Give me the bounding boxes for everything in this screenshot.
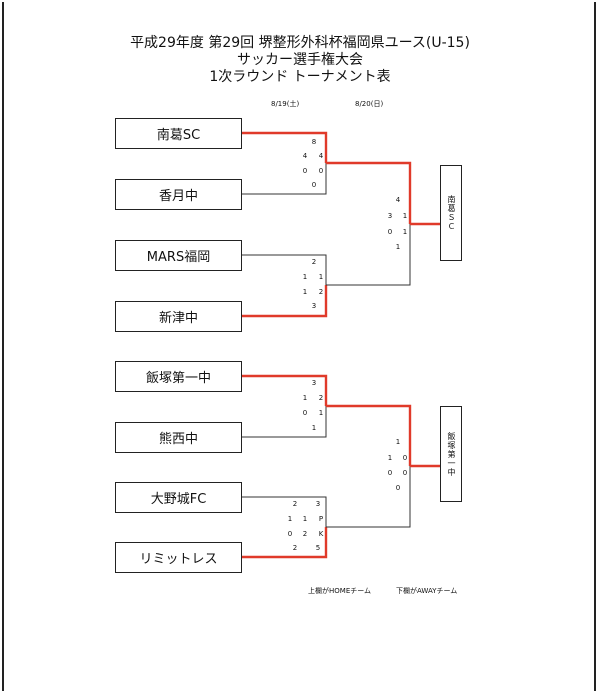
score-m2-half1-away: 1 [318,273,324,281]
team-name: 南葛SC [156,128,201,143]
score-sf2-bottom: 0 [395,484,401,492]
title-line-1: 平成29年度 第29回 堺整形外科杯福岡県ユース(U-15) [130,35,470,51]
team-box-limitless: リミットレス [115,542,242,573]
team-name: 熊西中 [158,432,198,447]
bracket-line-m4-out [326,466,411,528]
title-line-2: サッカー選手権大会 [237,52,363,68]
score-m4-pk-label-p: P [318,515,324,523]
bracket-line-m4-top [242,496,327,527]
bracket-line-m3-top [242,374,328,406]
footer-away-note: 下欄がAWAYチーム [396,587,458,595]
team-box-onojo-fc: 大野城FC [115,482,242,513]
score-m1-half1-away: 4 [318,152,324,160]
score-m1-bottom: 0 [311,181,317,189]
bracket-line-m1-top [242,131,328,163]
bracket-line-m2-out [326,224,411,286]
team-name: リミットレス [139,552,218,567]
score-m1-top: 8 [311,138,317,146]
footer-home-note: 上欄がHOMEチーム [308,587,372,595]
score-m2-half2-home: 1 [302,288,308,296]
score-m4-half1-home: 1 [287,515,293,523]
team-name: MARS福岡 [146,250,211,265]
score-m2-bottom: 3 [311,302,317,310]
score-m3-top: 3 [311,379,317,387]
team-box-mars-fukuoka: MARS福岡 [115,240,242,271]
bracket-line-m3-out [326,404,412,466]
winner-name: 飯塚第一中 [447,431,456,477]
score-m4-pk-label-k: K [318,530,324,538]
bracket-line-m2-top [242,254,327,285]
score-sf2-top: 1 [395,438,401,446]
score-m3-half1-home: 1 [302,394,308,402]
score-m3-half2-away: 1 [318,409,324,417]
score-sf1-half2-away: 1 [402,228,408,236]
score-m1-half2-home: 0 [302,167,308,175]
score-m4-half1-away: 1 [302,515,308,523]
team-box-iizuka-daiichi: 飯塚第一中 [115,361,242,392]
winner-name: 南葛ＳＣ [447,195,456,231]
winner-box-2: 飯塚第一中 [440,406,462,502]
score-m3-half2-home: 0 [302,409,308,417]
score-sf2-half2-home: 0 [387,469,393,477]
title-line-3: 1次ラウンド トーナメント表 [209,69,391,85]
score-m3-half1-away: 2 [318,394,324,402]
score-sf2-half1-away: 0 [402,454,408,462]
score-m3-bottom: 1 [311,424,317,432]
score-m1-half1-home: 4 [302,152,308,160]
team-box-kazuki: 香月中 [115,179,242,210]
bracket-line-m1-bottom [242,163,327,195]
score-m4-bottom-pk: 5 [315,544,321,552]
team-name: 香月中 [158,189,198,204]
score-m2-top: 2 [311,258,317,266]
score-sf2-half1-home: 1 [387,454,393,462]
team-box-nankatsu: 南葛SC [115,118,242,149]
bracket-line-m4-bottom [242,527,328,559]
score-m1-half2-away: 0 [318,167,324,175]
bracket-line-m3-bottom [242,406,327,438]
score-m4-bottom-total: 2 [292,544,298,552]
score-m4-top-pk: 3 [315,500,321,508]
score-m4-top-total: 2 [292,500,298,508]
score-sf1-half1-away: 1 [402,212,408,220]
score-m4-half2-home: 0 [287,530,293,538]
score-sf2-half2-away: 0 [402,469,408,477]
score-sf1-bottom: 1 [395,243,401,251]
team-box-niitsu: 新津中 [115,301,242,332]
bracket-line-m2-bottom [242,285,328,318]
winner-box-1: 南葛ＳＣ [440,165,462,261]
score-m4-half2-away: 2 [302,530,308,538]
date-round-2: 8/20(日) [355,100,384,108]
team-box-kumanishi: 熊西中 [115,422,242,453]
score-m2-half1-home: 1 [302,273,308,281]
team-name: 大野城FC [150,492,207,507]
bracket-line-m1-out [326,161,412,224]
team-name: 新津中 [158,311,198,326]
date-round-1: 8/19(土) [271,100,300,108]
team-name: 飯塚第一中 [145,371,211,386]
title-block: 平成29年度 第29回 堺整形外科杯福岡県ユース(U-15) サッカー選手権大会… [0,35,600,86]
score-sf1-half2-home: 0 [387,228,393,236]
score-sf1-top: 4 [395,196,401,204]
score-sf1-half1-home: 3 [387,212,393,220]
score-m2-half2-away: 2 [318,288,324,296]
